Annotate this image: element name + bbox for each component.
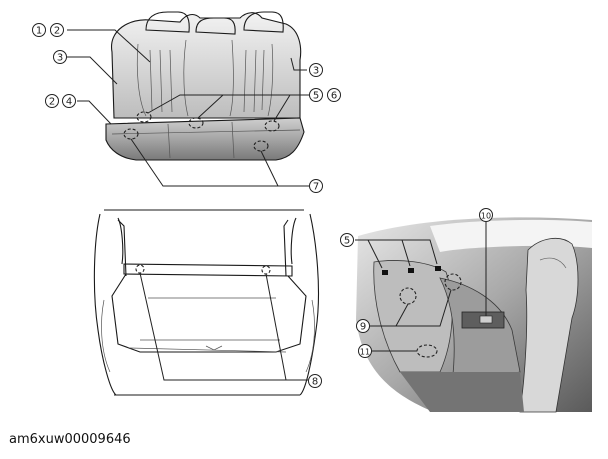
svg-text:11: 11 [360, 348, 370, 357]
callout-7: 7 [309, 179, 323, 193]
svg-text:2: 2 [54, 26, 60, 37]
top-tether-anchor-right [264, 120, 280, 132]
callout-9: 9 [356, 319, 370, 333]
photo-anchor-right [444, 273, 462, 291]
svg-text:7: 7 [313, 182, 319, 193]
svg-text:9: 9 [360, 322, 366, 333]
callout-2a: 2 [50, 23, 64, 37]
front-seat [519, 237, 579, 413]
lower-anchor-left [123, 128, 139, 140]
callout-11: 11 [358, 344, 372, 358]
svg-text:5: 5 [344, 236, 350, 247]
svg-text:3: 3 [57, 53, 63, 64]
center-headrest [195, 17, 236, 35]
package-tray [123, 263, 293, 277]
callout-5a: 5 [309, 88, 323, 102]
top-tether-anchor-left [136, 111, 152, 123]
cabin-photo [356, 217, 592, 413]
seat-cushion [105, 117, 305, 161]
callout-8: 8 [308, 374, 322, 388]
svg-text:6: 6 [331, 91, 337, 102]
callout-5b: 5 [340, 233, 354, 247]
callout-4: 4 [62, 94, 76, 108]
figure-id-caption: am6xuw00009646 [9, 432, 131, 447]
top-tether-anchor-center [188, 117, 204, 129]
trunk-illustration [93, 209, 320, 396]
callout-6: 6 [327, 88, 341, 102]
svg-text:3: 3 [313, 66, 319, 77]
svg-text:5: 5 [313, 91, 319, 102]
lower-anchor-right [253, 140, 269, 152]
callout-1: 1 [32, 23, 46, 37]
svg-text:2: 2 [49, 97, 55, 108]
callout-10: 10 [479, 208, 493, 222]
callout-3a: 3 [53, 50, 67, 64]
svg-text:4: 4 [66, 97, 72, 108]
callout-2b: 2 [45, 94, 59, 108]
callout-3b: 3 [309, 63, 323, 77]
photo-leader-lines [355, 222, 487, 352]
trunk-leader-lines [139, 272, 308, 381]
seat-leader-lines [67, 29, 309, 187]
right-headrest [243, 11, 284, 33]
svg-text:10: 10 [481, 212, 491, 221]
rear-seat-illustration [105, 11, 305, 161]
left-headrest [145, 11, 190, 33]
svg-text:8: 8 [312, 377, 318, 388]
svg-text:1: 1 [36, 26, 42, 37]
